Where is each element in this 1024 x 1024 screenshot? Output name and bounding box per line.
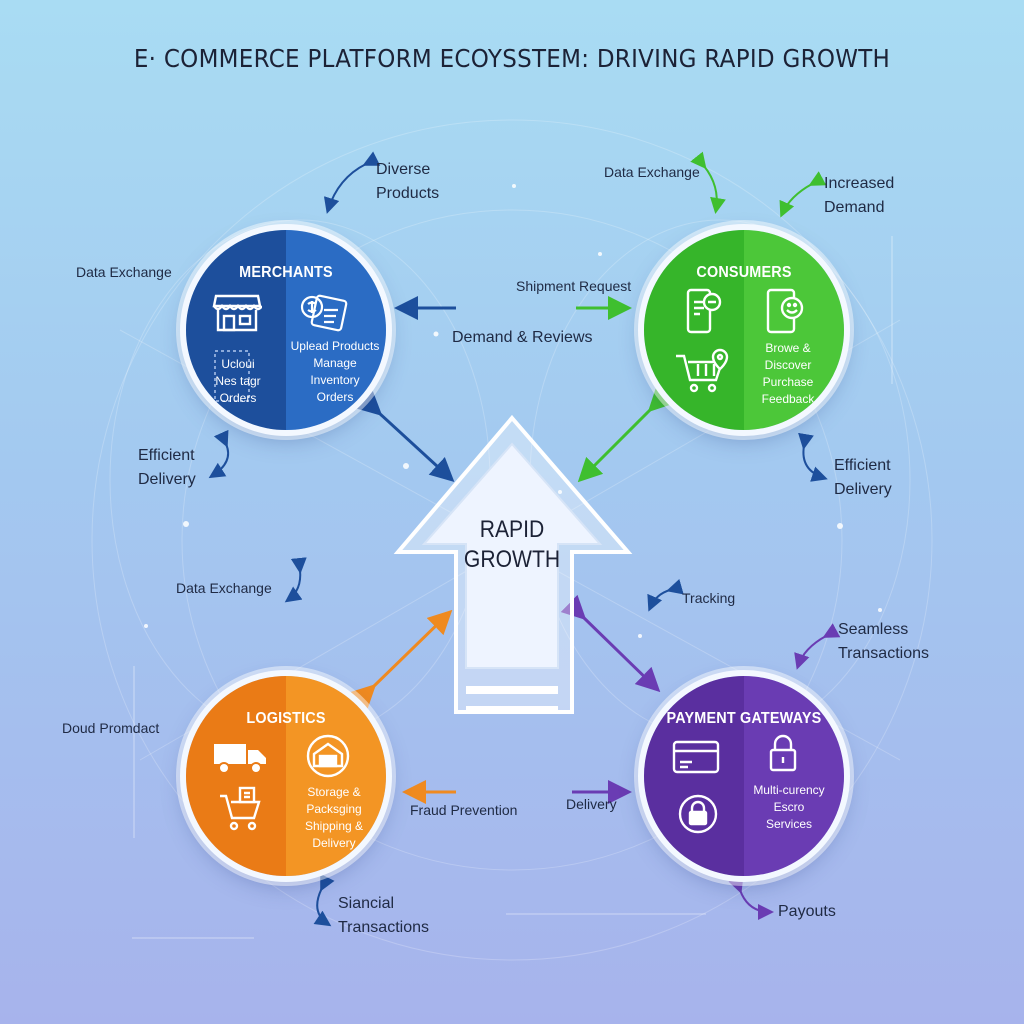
logistics-node[interactable]: LOGISTICS Storage & Packsging Shipping &… (186, 676, 386, 876)
logistics-left-half (186, 676, 286, 876)
label-delivery: Delivery (566, 796, 617, 812)
shopping-cart-location-icon (676, 348, 729, 393)
payment-right-text: Multi-curency Escro Services (753, 783, 825, 831)
payment-right-half (744, 676, 844, 876)
order-frame-icon (214, 350, 250, 402)
credit-card-icon (672, 740, 720, 774)
payment-gateways-title: PAYMENT GATEWAYS (666, 710, 822, 727)
label-fraud-prevention: Fraud Prevention (410, 802, 518, 818)
label-data-exchange-top: Data Exchange (604, 164, 700, 180)
label-data-exchange-mid: Data Exchange (176, 580, 272, 596)
merchants-left-text: Ucloui Nes tagr Orders (215, 357, 261, 405)
arrow-merchants-center (356, 390, 455, 483)
label-tracking: Tracking (682, 590, 736, 606)
merchants-right-text: Uplead Products Manage Inventory Orders (290, 339, 380, 404)
logistics-right-half (286, 676, 386, 876)
storefront-icon (212, 294, 262, 332)
cart-box-icon (220, 786, 261, 831)
consumers-node[interactable]: CONSUMERS Browe & Discover Purchase Feed… (644, 230, 844, 430)
label-demand-reviews: Demand & Reviews (452, 329, 593, 346)
logistics-title: LOGISTICS (246, 710, 326, 727)
label-doud-promdact: Doud Promdact (62, 720, 160, 736)
rapid-growth-label: RAPID GROWTH (463, 516, 561, 573)
consumers-title: CONSUMERS (696, 264, 792, 281)
warehouse-icon (306, 734, 350, 778)
logistics-right-text: Storage & Packsging Shipping & Delivery (304, 785, 364, 850)
arrow-consumers-center (577, 386, 674, 483)
arrow-logistics-center (350, 609, 453, 710)
page-title: E· COMMERCE PLATFORM ECOYSSTEM: DRIVING … (133, 44, 891, 73)
payment-left-half (644, 676, 744, 876)
padlock-icon (769, 734, 797, 772)
coin-document-icon (300, 294, 348, 332)
consumers-left-half (644, 230, 744, 430)
payment-gateways-node[interactable]: PAYMENT GATEWAYS Multi-curency Escro Ser… (644, 676, 844, 876)
arrow-payment-center (560, 594, 661, 693)
label-payouts: Payouts (778, 903, 836, 920)
label-data-exchange-left: Data Exchange (76, 264, 172, 280)
delivery-truck-icon (214, 744, 266, 774)
merchants-node[interactable]: MERCHANTS Ucloui Nes tagr Orders Uplead … (186, 230, 386, 430)
consumers-right-text: Browe & Discover Purchase Feedback (761, 341, 815, 406)
security-lock-icon (678, 794, 718, 834)
merchants-title: MERCHANTS (239, 264, 333, 281)
label-shipment-request: Shipment Request (516, 278, 632, 294)
smartphone-chat-icon (686, 288, 722, 334)
smartphone-smile-icon (766, 288, 804, 334)
